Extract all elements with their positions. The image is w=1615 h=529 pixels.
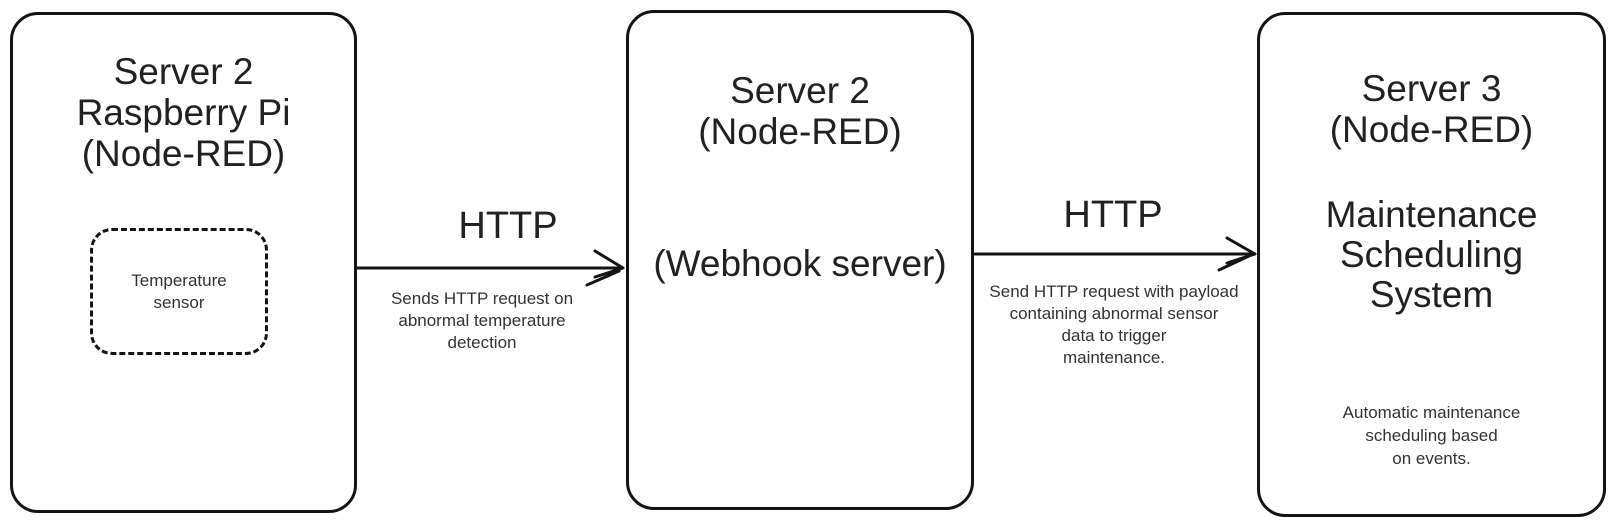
node-title: Server 3 (Node-RED)	[1260, 68, 1603, 150]
edge-description-line: containing abnormal sensor	[1009, 304, 1219, 323]
edge1-description: Sends HTTP request on abnormal temperatu…	[356, 288, 608, 354]
title-line: (Node-RED)	[698, 111, 902, 152]
edge-description-line: data to trigger	[1061, 326, 1167, 345]
edge1-protocol-label: HTTP	[458, 205, 558, 247]
node-server3-maintenance: Server 3 (Node-RED) Maintenance Scheduli…	[1257, 12, 1606, 517]
http-arrow-2	[973, 236, 1257, 272]
sensor-label-line: Temperature	[131, 270, 227, 290]
edge-description-line: detection	[447, 333, 517, 352]
edge-description-line: abnormal temperature	[398, 311, 566, 330]
edge2-protocol-label: HTTP	[1063, 194, 1163, 236]
edge-description-line: maintenance.	[1062, 348, 1166, 367]
system-label-line: Maintenance	[1325, 194, 1538, 235]
node-title: Server 2 Raspberry Pi (Node-RED)	[13, 51, 354, 174]
http-arrow-1	[355, 249, 625, 287]
node-description: Automatic maintenance scheduling based o…	[1260, 401, 1603, 470]
sensor-label: Temperature sensor	[131, 270, 226, 314]
edge2-description: Send HTTP request with payload containin…	[978, 281, 1250, 369]
node-subtitle: (Webhook server)	[653, 243, 947, 284]
node-temperature-sensor: Temperature sensor	[90, 228, 268, 355]
system-label-line: Scheduling	[1339, 234, 1524, 275]
title-line: (Node-RED)	[81, 133, 286, 174]
description-line: on events.	[1392, 449, 1471, 468]
edge-description-line: Sends HTTP request on	[390, 289, 574, 308]
node-system-label: Maintenance Scheduling System	[1260, 195, 1603, 315]
title-line: Server 2	[113, 51, 254, 92]
title-line: Raspberry Pi	[76, 92, 291, 133]
title-line: (Node-RED)	[1329, 109, 1534, 150]
node-title: Server 2 (Node-RED)	[629, 70, 971, 152]
node-server2-webhook: Server 2 (Node-RED) (Webhook server)	[626, 10, 974, 510]
description-line: Automatic maintenance	[1342, 403, 1521, 422]
sensor-label-line: sensor	[153, 292, 205, 312]
system-label-line: System	[1369, 274, 1494, 315]
edge-description-line: Send HTTP request with payload	[989, 282, 1239, 301]
description-line: scheduling based	[1365, 426, 1498, 445]
node-server2-raspberry-pi: Server 2 Raspberry Pi (Node-RED) Tempera…	[10, 12, 357, 513]
title-line: Server 3	[1361, 68, 1502, 109]
title-line: Server 2	[730, 70, 870, 111]
